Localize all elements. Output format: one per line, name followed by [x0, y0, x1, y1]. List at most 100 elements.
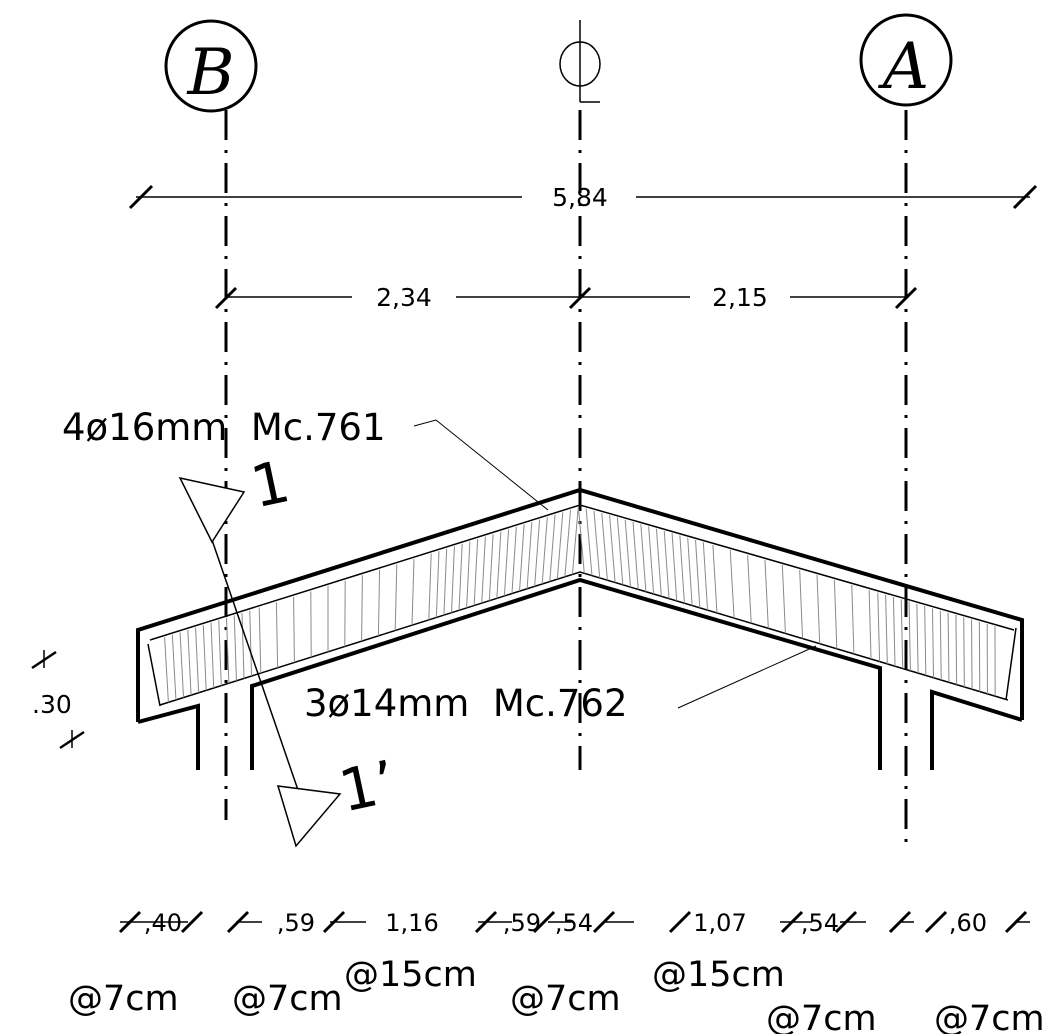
- stirrup: [511, 526, 517, 594]
- dimension-tick: [1004, 910, 1028, 934]
- stirrup: [885, 594, 888, 664]
- stirrup: [781, 564, 786, 634]
- stirrup: [210, 622, 215, 688]
- beam-section: [136, 487, 1024, 770]
- grid-bubble-b: B: [164, 19, 258, 113]
- thickness-text: .30: [32, 690, 72, 719]
- stirrup: [361, 575, 363, 642]
- dimension-tick: [532, 910, 556, 934]
- stirrup: [947, 612, 950, 683]
- stirrup: [695, 539, 701, 608]
- stirrup: [428, 553, 432, 620]
- dimension-tick: [118, 910, 142, 934]
- stirrup: [687, 537, 693, 606]
- dimension-tick: [780, 910, 804, 934]
- stirrup: [450, 546, 455, 613]
- stirrup: [179, 632, 185, 698]
- stirrup: [593, 510, 601, 578]
- bottom-dimension-text: ,54: [801, 909, 839, 937]
- stirrup: [541, 517, 548, 585]
- stirrup: [503, 529, 510, 596]
- spacing-label: @7cm: [934, 999, 1045, 1034]
- stirrup: [900, 599, 904, 669]
- stirrup: [411, 558, 415, 626]
- stirrup: [226, 617, 230, 684]
- stirrup: [609, 515, 616, 583]
- spacing-label: @7cm: [68, 979, 179, 1019]
- stirrup: [571, 507, 579, 575]
- spacing-label: @15cm: [652, 955, 785, 995]
- stirrup: [473, 538, 479, 606]
- stirrup: [202, 625, 207, 691]
- stirrup: [971, 619, 973, 690]
- stirrup-hatching: [164, 506, 996, 703]
- dimension-tick: [592, 910, 616, 934]
- left-span-text: 2,34: [376, 283, 432, 312]
- stirrup: [816, 574, 821, 644]
- stirrup: [496, 531, 502, 599]
- stirrup: [702, 542, 709, 611]
- stirrup: [916, 603, 919, 674]
- stirrup: [249, 610, 253, 677]
- bottom-dimension-text: 1,07: [693, 909, 746, 937]
- stirrup: [534, 519, 541, 587]
- dimension-tick: [180, 910, 204, 934]
- stirrup: [556, 512, 564, 580]
- stirrup: [624, 519, 632, 588]
- thickness-dimension: [31, 650, 85, 750]
- stirrup: [164, 637, 169, 703]
- section-mark-bottom: 1’: [333, 747, 401, 825]
- spacing-label: @15cm: [344, 955, 477, 995]
- stirrup: [394, 564, 398, 631]
- stirrup: [648, 526, 655, 595]
- stirrup: [671, 533, 678, 601]
- stirrup: [526, 521, 533, 589]
- stirrup: [632, 521, 639, 590]
- bottom-dimension-text: ,54: [555, 909, 593, 937]
- dimension-tick: [668, 910, 692, 934]
- stirrup: [458, 543, 463, 611]
- section-arrow-top-icon: [178, 476, 246, 544]
- stirrup: [443, 548, 448, 616]
- stirrup: [481, 536, 486, 604]
- grid-axes: [224, 110, 908, 850]
- stirrup: [868, 589, 872, 660]
- spacing-label: @7cm: [232, 979, 343, 1019]
- centerline-symbol-icon: [559, 20, 601, 103]
- stirrup: [195, 627, 200, 693]
- span-dimensions: [214, 286, 918, 310]
- top-rebar-label: 4ø16mm Mc.761: [62, 406, 386, 449]
- rebar-lines: [147, 504, 1017, 707]
- right-span-text: 2,15: [712, 283, 768, 312]
- stirrup: [435, 551, 440, 618]
- stirrup: [908, 601, 911, 671]
- bottom-dimension-text: ,59: [277, 909, 315, 937]
- stirrup: [939, 610, 942, 681]
- bottom-dimension-text: ,59: [503, 909, 541, 937]
- stirrup: [585, 508, 593, 576]
- bottom-dimension-text: ,40: [144, 909, 182, 937]
- dimension-tick: [474, 910, 498, 934]
- spacing-label: @7cm: [510, 979, 621, 1019]
- stirrup: [549, 514, 556, 582]
- stirrup: [663, 530, 670, 599]
- dimension-tick: [226, 910, 250, 934]
- spacing-labels: @7cm @7cm @15cm @7cm @15cm @7cm @7cm: [68, 955, 1045, 1034]
- spacing-label: @7cm: [766, 999, 877, 1034]
- section-mark-top: 1: [245, 447, 295, 521]
- stirrup: [851, 584, 855, 654]
- stirrup: [931, 608, 935, 678]
- stirrup: [187, 629, 192, 696]
- stirrup: [488, 534, 494, 601]
- overall-dimension-text: 5,84: [552, 183, 608, 212]
- stirrup: [764, 559, 769, 629]
- grid-bubble-a: A: [859, 13, 953, 107]
- stirrup: [833, 579, 838, 649]
- section-cut: [178, 476, 342, 848]
- grid-label-a: A: [878, 30, 929, 104]
- stirrup: [655, 528, 662, 597]
- stirrup: [679, 535, 685, 604]
- rebar-leaders: [413, 419, 817, 709]
- stirrup: [616, 517, 624, 585]
